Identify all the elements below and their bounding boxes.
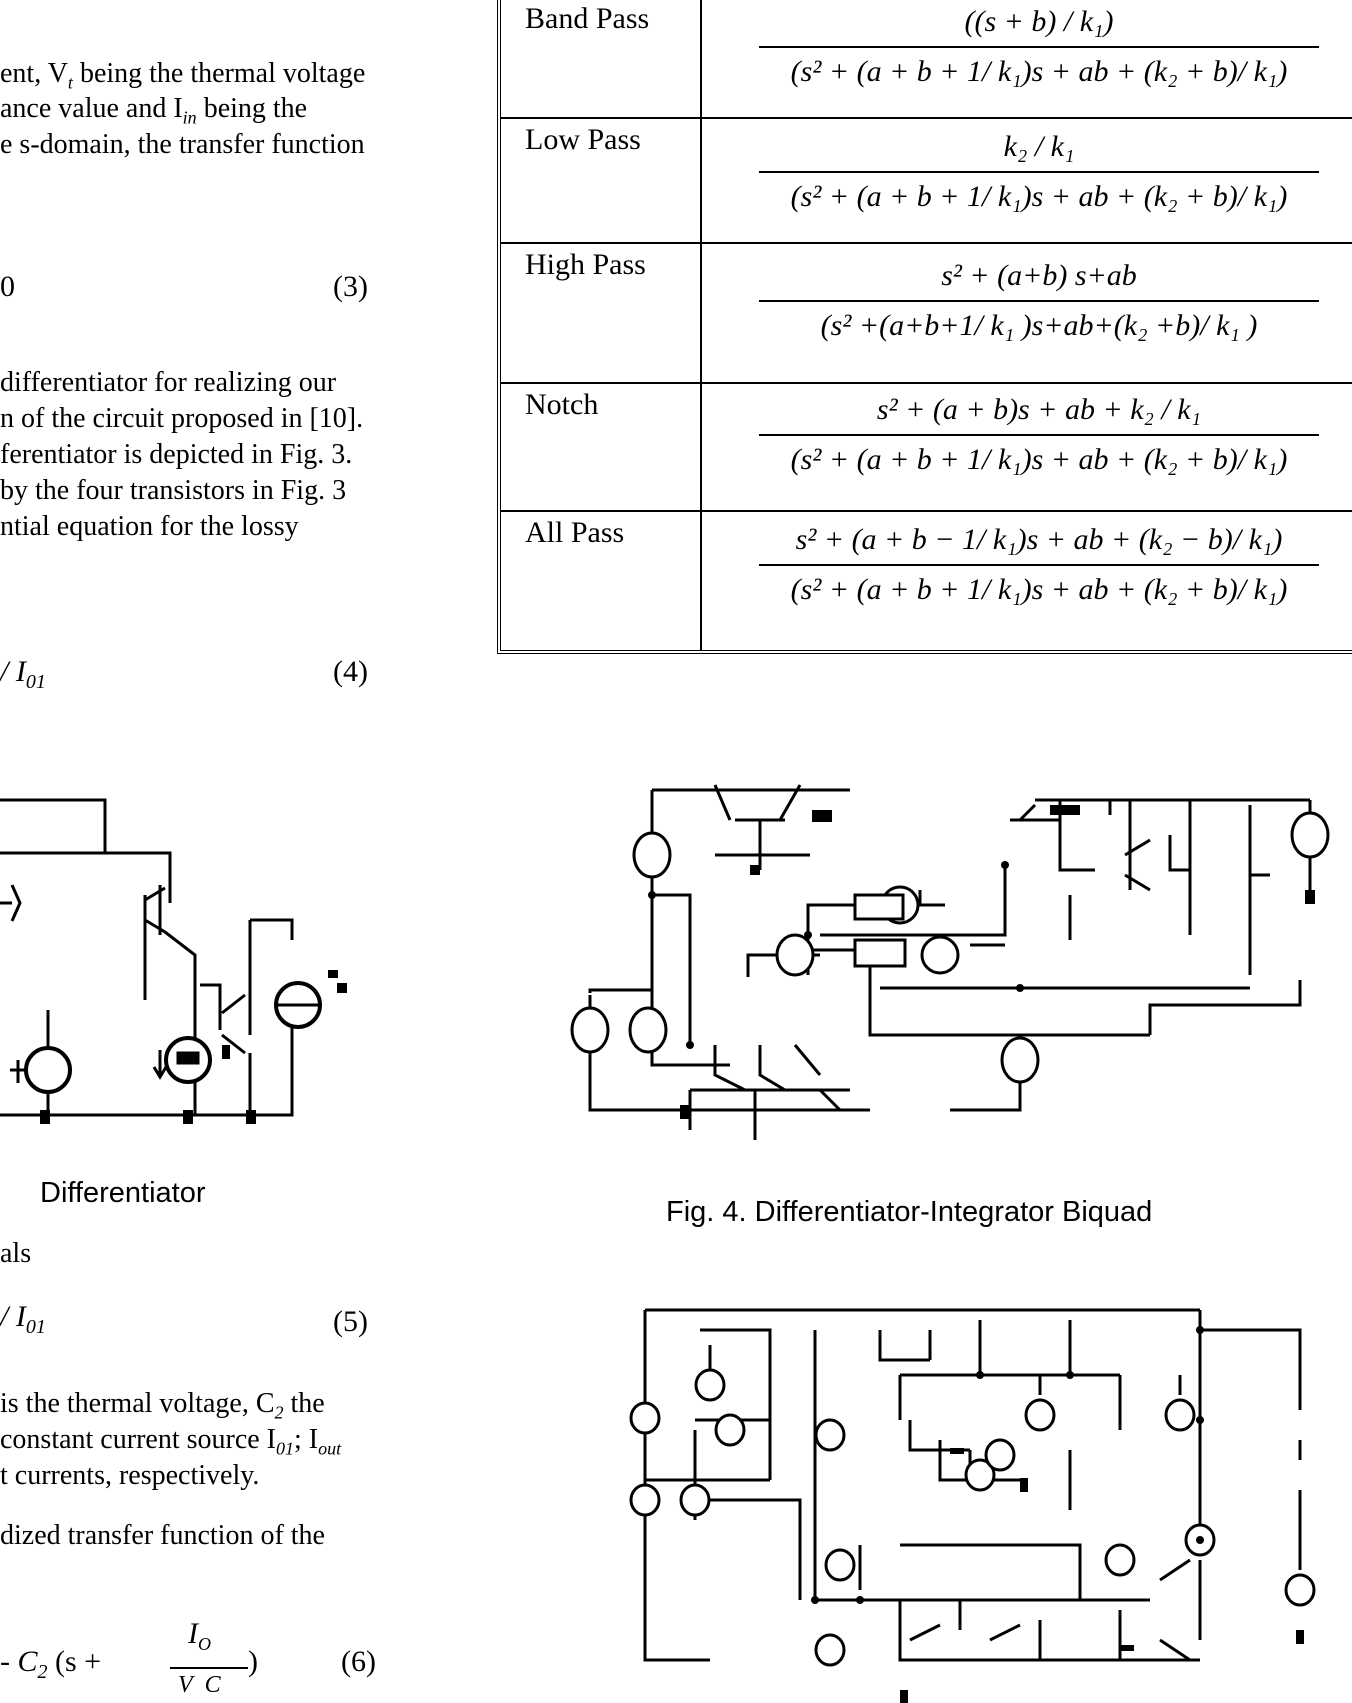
para3-line2: constant current source I01; Iout [0,1424,342,1459]
eq6-fraction-bar [170,1667,248,1669]
table-row: All Pass s² + (a + b − 1/ k₁)s + ab + (k… [501,510,1352,646]
eq6-body: - C2 (s + [0,1645,102,1683]
row-label: Band Pass [525,2,650,35]
row-formula: s² + (a+b) s+ab(s² +(a+b+1/ k₁ )s+ab+(k₂… [759,256,1319,346]
row-formula: s² + (a + b − 1/ k₁)s + ab + (k₂ − b)/ k… [759,520,1319,610]
para3-line3: t currents, respectively. [0,1460,260,1491]
table-row: Notch s² + (a + b)s + ab + k₂ / k₁(s² + … [501,382,1352,512]
table-row: Low Pass k₂ / k₁(s² + (a + b + 1/ k₁)s +… [501,117,1352,244]
para3-line1: is the thermal voltage, C2 the [0,1388,325,1423]
fig3-circuit [0,798,347,1124]
eq6-fraction-num: IO [188,1617,211,1654]
eq5-left: / I01 [0,1300,46,1338]
fig3-caption: Differentiator [40,1177,206,1209]
row-label: All Pass [525,516,625,549]
row-formula: s² + (a + b)s + ab + k₂ / k₁(s² + (a + b… [759,390,1319,480]
table-row: Band Pass ((s + b) / k₁)(s² + (a + b + 1… [501,0,1352,119]
eq3-left: 0 [0,270,15,303]
fig4-caption: Fig. 4. Differentiator-Integrator Biquad [666,1196,1153,1228]
para2-line1: differentiator for realizing our [0,367,337,398]
fig4-circuit [570,784,1330,1140]
eq3-number: (3) [333,270,368,303]
eq6-fraction-den: V C [178,1672,221,1698]
eq5-number: (5) [333,1305,368,1338]
para4-line1: dized transfer function of the [0,1520,325,1551]
para2-line3: ferentiator is depicted in Fig. 3. [0,439,353,470]
row-label: Low Pass [525,123,641,156]
table-row: High Pass s² + (a+b) s+ab(s² +(a+b+1/ k₁… [501,242,1352,384]
fig5-circuit [629,1308,1316,1703]
row-label: High Pass [525,248,646,281]
para2-line5: ntial equation for the lossy [0,511,299,542]
row-label: Notch [525,388,599,421]
eq6-close: ) [248,1645,258,1678]
transfer-function-table: Band Pass ((s + b) / k₁)(s² + (a + b + 1… [497,0,1352,654]
para2-line2: n of the circuit proposed in [10]. [0,403,364,434]
para1-line3: e s-domain, the transfer function [0,129,365,160]
eq4-number: (4) [333,655,368,688]
equals-line: als [0,1238,32,1269]
para1-line2: ance value and Iin being the [0,93,308,128]
eq4-left: / I01 [0,655,46,693]
row-formula: k₂ / k₁(s² + (a + b + 1/ k₁)s + ab + (k₂… [759,127,1319,217]
para2-line4: by the four transistors in Fig. 3 [0,475,347,506]
row-formula: ((s + b) / k₁)(s² + (a + b + 1/ k₁)s + a… [759,2,1319,92]
eq6-number: (6) [341,1645,376,1678]
para1-line1: ent, Vt being the thermal voltage [0,58,366,93]
